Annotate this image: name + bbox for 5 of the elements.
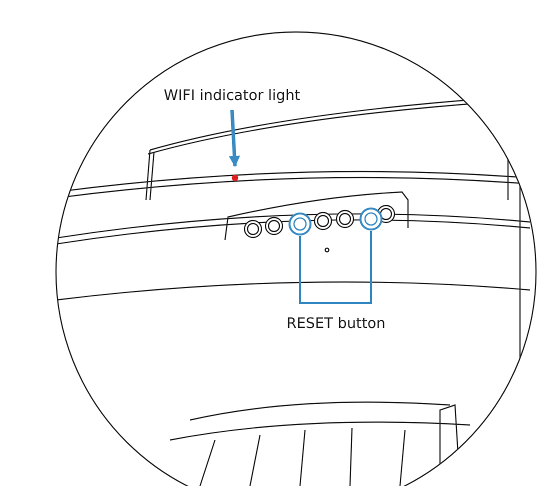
callout-label: RESET button [286, 316, 386, 332]
leader-line [336, 231, 372, 304]
callout-label: WIFI indicator light [162, 88, 302, 104]
arrow [228, 110, 240, 168]
leader-line [299, 236, 336, 304]
